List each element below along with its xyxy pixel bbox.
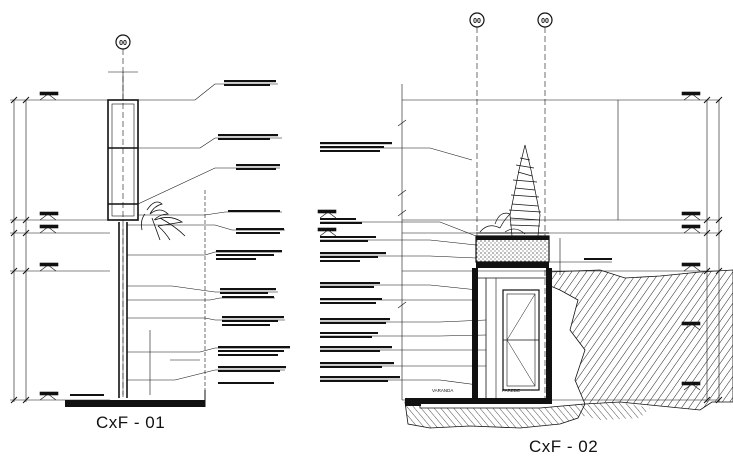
annotation-blocks-1: [70, 80, 290, 396]
leader-lines-2: [320, 147, 612, 386]
axis-marker-1: 00: [115, 34, 131, 405]
upper-panel: [107, 71, 139, 221]
soil-mass: [404, 269, 733, 429]
axis-marker-label: 00: [541, 18, 549, 25]
axis-marker-label: 00: [119, 40, 127, 47]
plant-1: [141, 201, 186, 241]
floor-slab-1: [65, 390, 206, 407]
section-2: 00 00: [317, 12, 733, 429]
planter-box: [475, 232, 550, 268]
door-label: PAREDE: [502, 388, 520, 393]
axis-marker-2b: 00: [537, 12, 553, 400]
lower-post: [118, 222, 128, 398]
retaining-structure: [405, 268, 552, 406]
floor-label: VARANDA: [432, 388, 453, 393]
plant-2: [479, 144, 542, 237]
annotation-blocks-2: [320, 142, 612, 382]
door-element: [502, 289, 540, 391]
axis-marker-label: 00: [473, 18, 481, 25]
dimension-chain-left: [10, 91, 110, 404]
section-1: 00: [10, 34, 290, 407]
section-caption-1: CxF - 01: [96, 413, 166, 432]
section-caption-2: CxF - 02: [529, 437, 599, 456]
leader-lines-1: [127, 83, 290, 395]
